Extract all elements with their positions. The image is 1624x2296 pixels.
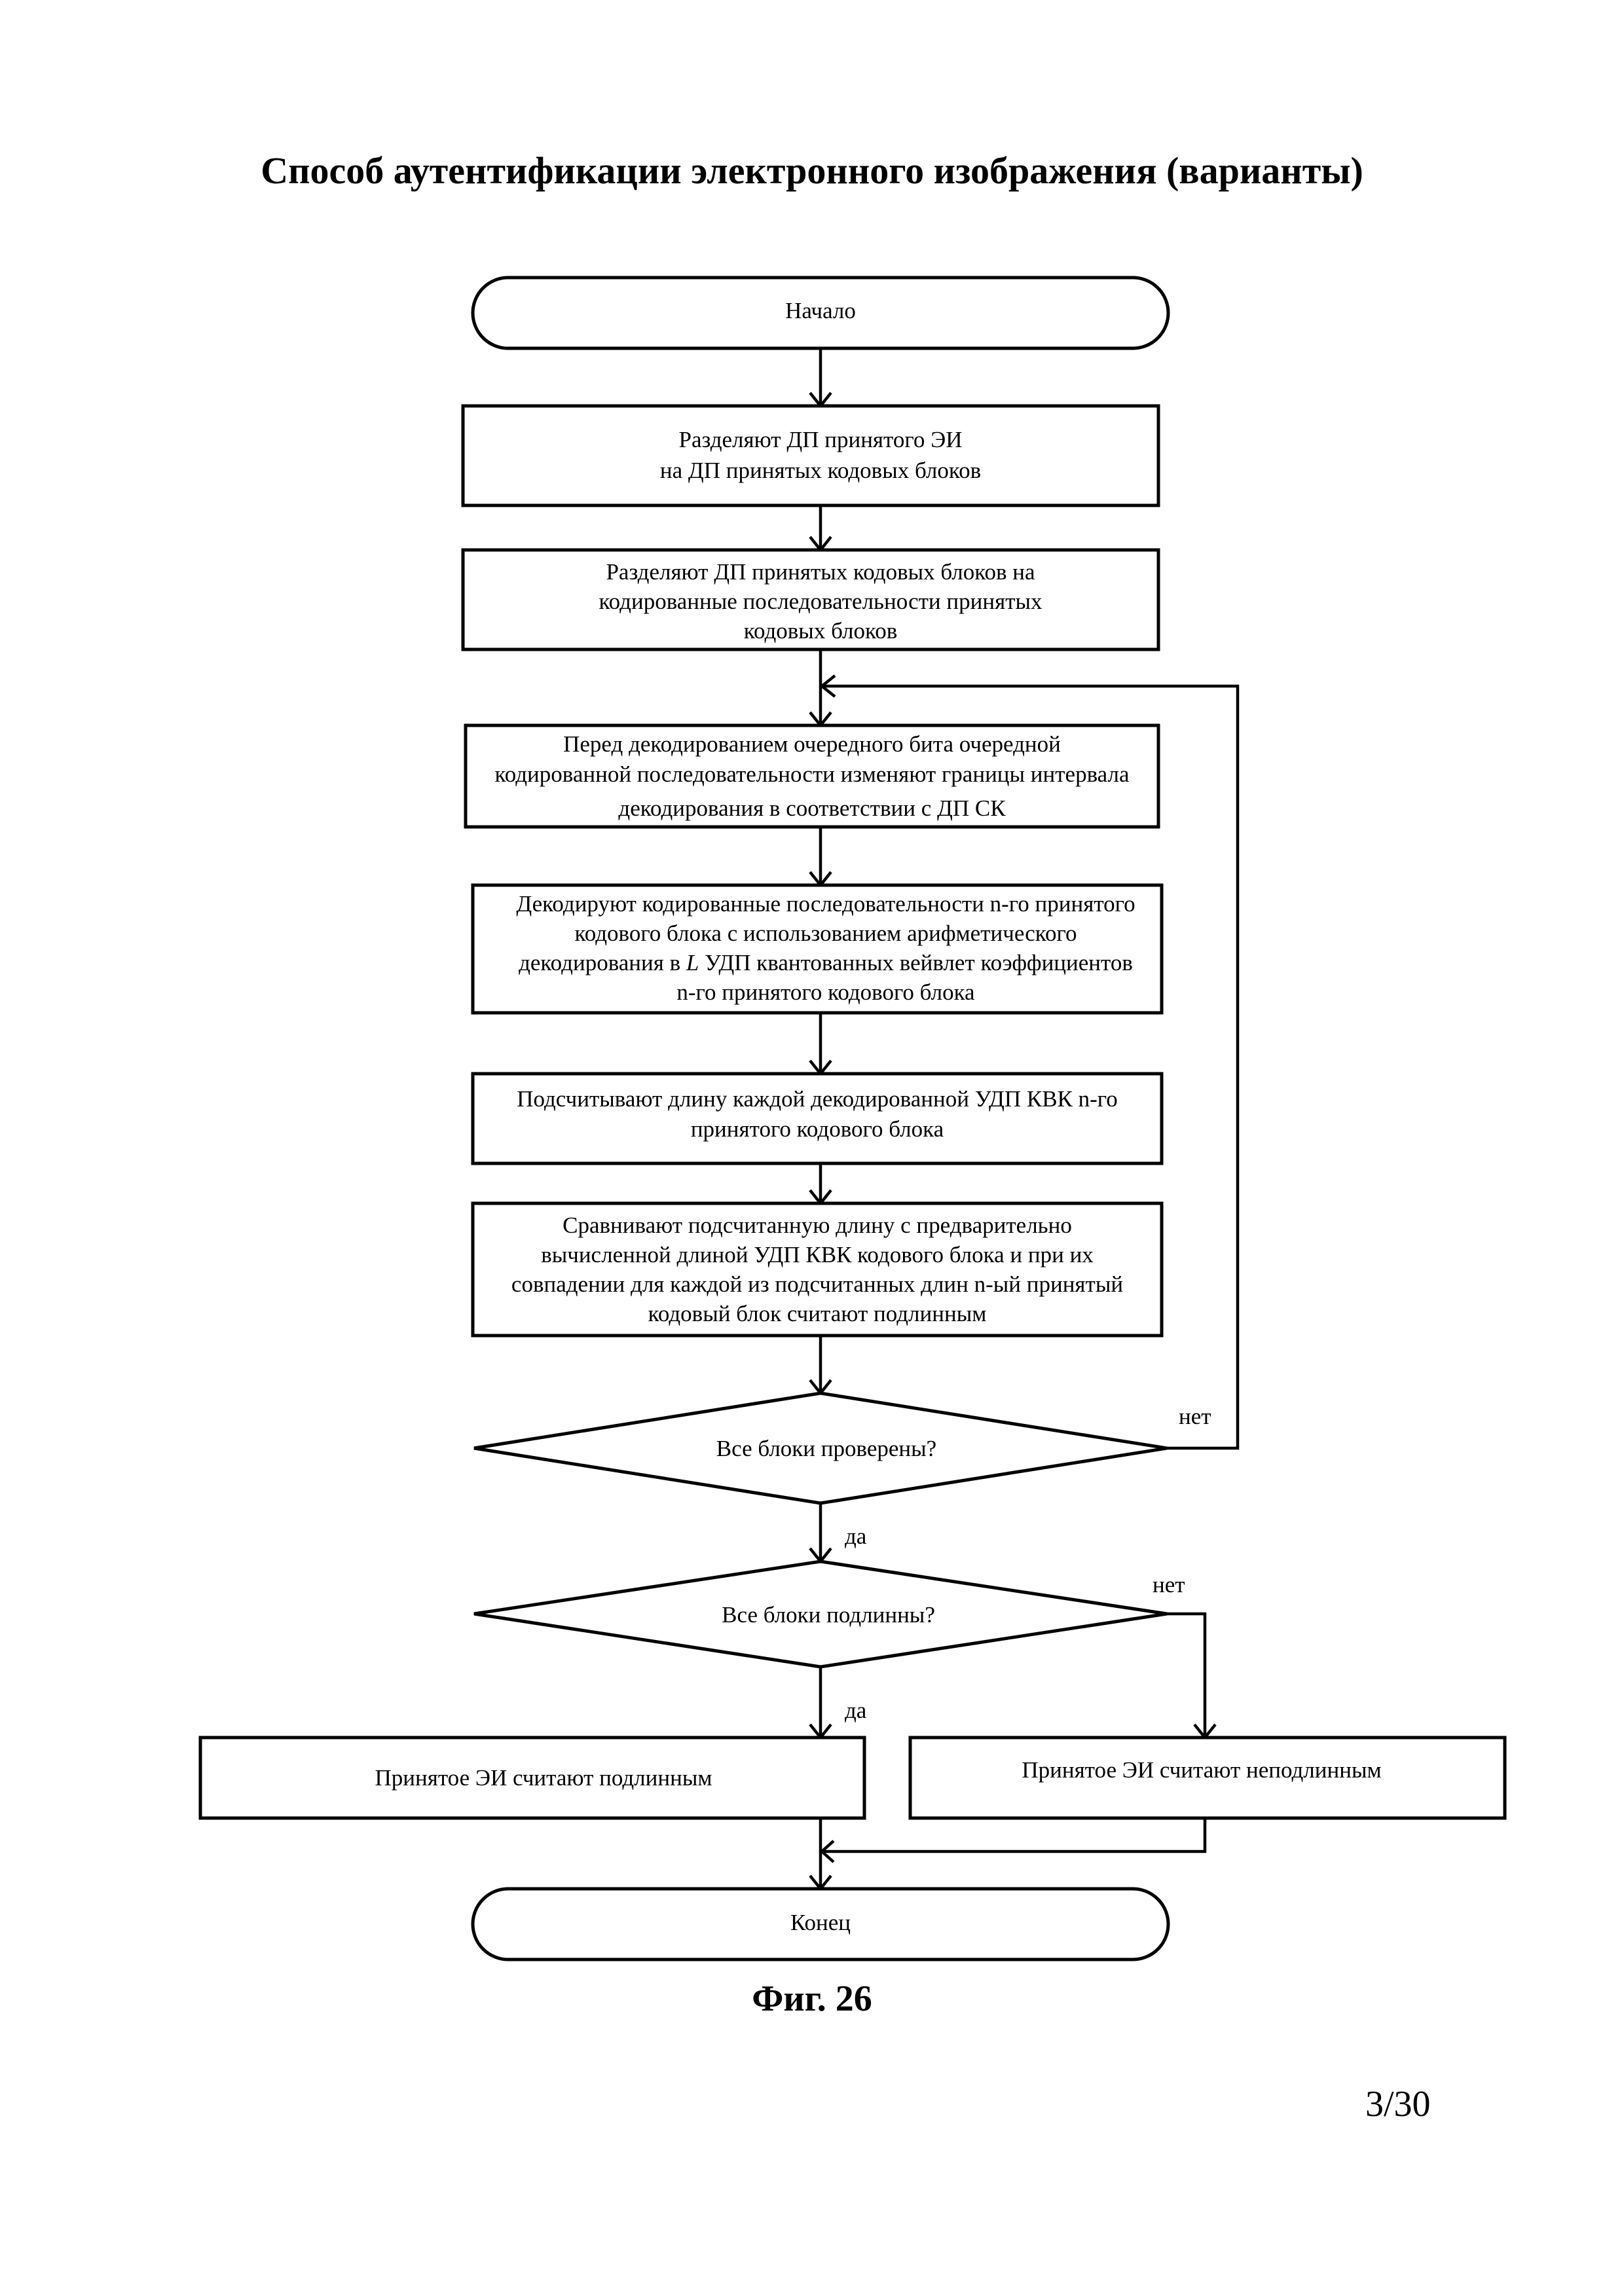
decision2-label: Все блоки подлинны? bbox=[722, 1602, 935, 1628]
decision-all-blocks-authentic: Все блоки подлинны? bbox=[474, 1561, 1167, 1667]
page-number: 3/30 bbox=[1365, 2086, 1431, 2123]
step-count-length: Подсчитывают длину каждой декодированной… bbox=[473, 1074, 1162, 1163]
step-split-image: Разделяют ДП принятого ЭИ на ДП принятых… bbox=[463, 406, 1158, 505]
step4-line1: Декодируют кодированные последовательнос… bbox=[516, 891, 1135, 917]
step4-line3-part2: УДП квантованных вейвлет коэффициентов bbox=[705, 950, 1133, 975]
step2-line2: кодированные последовательности принятых bbox=[599, 589, 1043, 614]
step2-line1: Разделяют ДП принятых кодовых блоков на bbox=[606, 559, 1035, 585]
start-terminator: Начало bbox=[473, 278, 1168, 348]
step-change-interval: Перед декодированием очередного бита оче… bbox=[466, 725, 1158, 827]
step6-line2: вычисленной длиной УДП КВК кодового блок… bbox=[541, 1242, 1094, 1267]
result-authentic: Принятое ЭИ считают подлинным bbox=[200, 1738, 864, 1818]
step6-line1: Сравнивают подсчитанную длину с предвари… bbox=[563, 1212, 1072, 1238]
step4-line3: декодирования в L УДП квантованных вейвл… bbox=[519, 950, 1133, 975]
decision1-label: Все блоки проверены? bbox=[716, 1436, 936, 1461]
decision1-yes-label: да bbox=[845, 1523, 867, 1549]
step5-line2: принятого кодового блока bbox=[691, 1116, 944, 1142]
step6-line3: совпадении для каждой из подсчитанных дл… bbox=[511, 1271, 1123, 1297]
step2-line3: кодовых блоков bbox=[744, 618, 897, 644]
step4-line3-L: L bbox=[686, 950, 699, 975]
step-decode-sequences: Декодируют кодированные последовательнос… bbox=[473, 885, 1162, 1013]
start-label: Начало bbox=[785, 298, 856, 323]
step4-line4: n-го принятого кодового блока bbox=[676, 979, 975, 1005]
result-authentic-label: Принятое ЭИ считают подлинным bbox=[375, 1765, 712, 1791]
decision1-no-label: нет bbox=[1179, 1404, 1211, 1429]
result-not-authentic: Принятое ЭИ считают неподлинным bbox=[910, 1738, 1505, 1818]
step4-line2: кодового блока с использованием арифмети… bbox=[575, 920, 1077, 946]
decision2-no-label: нет bbox=[1153, 1572, 1185, 1597]
step-compare-length: Сравнивают подсчитанную длину с предвари… bbox=[473, 1203, 1162, 1336]
step3-line3: декодирования в соответствии с ДП СК bbox=[618, 795, 1006, 821]
decision2-yes-label: да bbox=[845, 1698, 867, 1723]
end-terminator: Конец bbox=[473, 1889, 1168, 1959]
step3-line1: Перед декодированием очередного бита оче… bbox=[563, 731, 1061, 757]
decision-all-blocks-checked: Все блоки проверены? bbox=[474, 1393, 1167, 1503]
step-split-blocks: Разделяют ДП принятых кодовых блоков на … bbox=[463, 550, 1158, 649]
end-label: Конец bbox=[790, 1910, 851, 1935]
step1-line2: на ДП принятых кодовых блоков bbox=[660, 458, 981, 483]
step4-line3-part1: декодирования в bbox=[519, 950, 680, 975]
step6-line4: кодовый блок считают подлинным bbox=[648, 1301, 987, 1326]
step3-line2: кодированной последовательности изменяют… bbox=[495, 761, 1130, 787]
result-not-authentic-label: Принятое ЭИ считают неподлинным bbox=[1022, 1757, 1381, 1783]
figure-caption: Фиг. 26 bbox=[0, 1980, 1624, 2017]
step5-line1: Подсчитывают длину каждой декодированной… bbox=[517, 1086, 1118, 1112]
step1-line1: Разделяют ДП принятого ЭИ bbox=[679, 427, 963, 452]
